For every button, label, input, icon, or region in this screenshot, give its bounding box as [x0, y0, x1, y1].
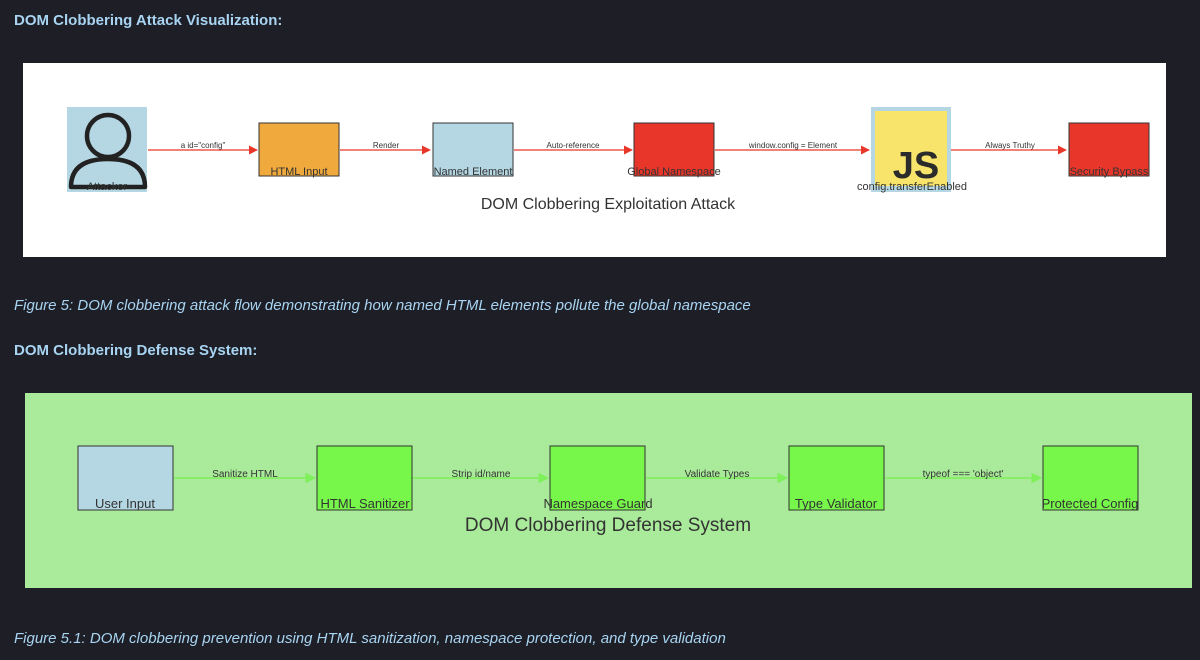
javascript-icon [875, 111, 947, 186]
named-element-node: Named Element [432, 122, 514, 178]
attack-edge-attacker-to-input: a id="config" [148, 141, 258, 155]
attack-edge-global-to-js: window.config = Element [715, 141, 870, 155]
config-transfer-label: config.transferEnabled [857, 181, 967, 193]
attack-edge-named-to-global: Auto-reference [514, 141, 633, 155]
attack-section-heading: DOM Clobbering Attack Visualization: [14, 12, 283, 29]
attack-edge-label: Always Truthy [985, 141, 1035, 150]
defense-edge-label: Strip id/name [452, 469, 511, 480]
attack-figure-caption: Figure 5: DOM clobbering attack flow dem… [14, 297, 751, 314]
named-element-label: Named Element [434, 166, 513, 178]
html-sanitizer-label: HTML Sanitizer [320, 496, 410, 511]
defense-edge-validator-to-config: typeof === 'object' [885, 469, 1043, 484]
defense-edge-guard-to-validator: Validate Types [646, 469, 789, 484]
defense-edge-label: typeof === 'object' [923, 469, 1004, 480]
type-validator-label: Type Validator [795, 496, 878, 511]
js-glyph: JS [893, 145, 939, 187]
security-bypass-node: Security Bypass [1068, 122, 1150, 178]
attack-edge-label: Auto-reference [547, 141, 600, 150]
defense-edge-sanitizer-to-guard: Strip id/name [412, 469, 550, 484]
protected-config-node: Protected Config [1042, 445, 1139, 511]
attack-diagram-panel: a id="config" Render Auto-reference wind… [23, 63, 1166, 257]
user-input-label: User Input [95, 496, 155, 511]
defense-edge-label: Sanitize HTML [212, 469, 278, 480]
html-input-label: HTML Input [270, 166, 327, 178]
attack-panel-background [23, 63, 1166, 257]
html-input-node: HTML Input [258, 122, 340, 178]
defense-diagram-panel: Sanitize HTML Strip id/name Validate Typ… [25, 393, 1192, 588]
html-sanitizer-node: HTML Sanitizer [316, 445, 413, 511]
defense-figure-caption: Figure 5.1: DOM clobbering prevention us… [14, 630, 726, 647]
security-bypass-label: Security Bypass [1070, 166, 1149, 178]
attack-diagram-title: DOM Clobbering Exploitation Attack [481, 196, 736, 213]
user-input-node: User Input [77, 445, 174, 511]
user-icon [68, 112, 148, 190]
attacker-label: Attacker [87, 181, 128, 193]
global-namespace-label: Global Namespace [627, 166, 721, 178]
protected-config-label: Protected Config [1042, 496, 1139, 511]
global-namespace-node: Global Namespace [627, 122, 721, 178]
attack-edge-label: Render [373, 141, 400, 150]
attack-edge-input-to-named: Render [340, 141, 431, 155]
defense-edge-label: Validate Types [685, 469, 750, 480]
attack-edge-label: a id="config" [181, 141, 226, 150]
defense-section-heading: DOM Clobbering Defense System: [14, 342, 258, 359]
type-validator-node: Type Validator [788, 445, 885, 511]
js-config-node: JS config.transferEnabled [857, 107, 967, 193]
namespace-guard-label: Namespace Guard [543, 496, 652, 511]
attack-edge-js-to-bypass: Always Truthy [950, 141, 1067, 155]
attack-edge-label: window.config = Element [748, 141, 838, 150]
defense-diagram-title: DOM Clobbering Defense System [465, 515, 751, 536]
namespace-guard-node: Namespace Guard [543, 445, 653, 511]
defense-edge-input-to-sanitizer: Sanitize HTML [174, 469, 317, 484]
attacker-node: Attacker [67, 107, 148, 193]
